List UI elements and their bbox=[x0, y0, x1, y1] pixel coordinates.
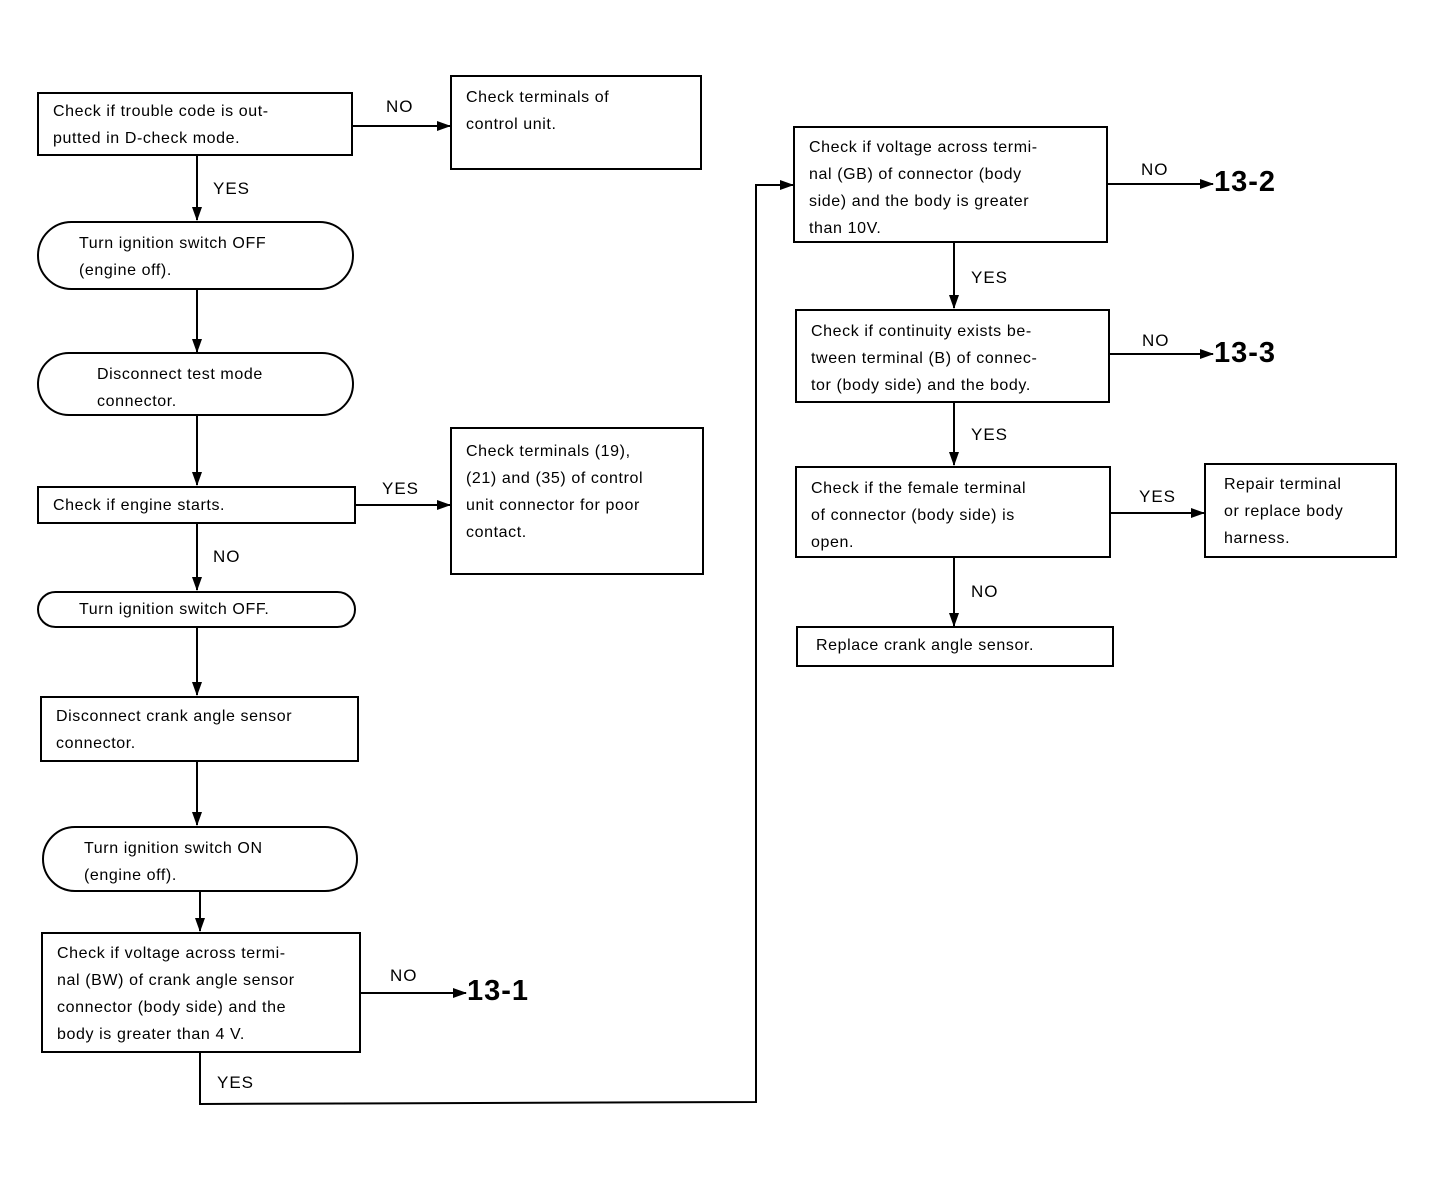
check-trouble-code-box: Check if trouble code is out- putted in … bbox=[37, 92, 353, 156]
check-terminals-19-21-35-text: Check terminals (19), (21) and (35) of c… bbox=[466, 443, 644, 541]
label-yes-voltage-bw: YES bbox=[217, 1073, 255, 1092]
label-no-engine-starts: NO bbox=[213, 547, 241, 566]
label-no-female-terminal: NO bbox=[971, 582, 999, 601]
turn-ignition-off-engine-off-box: Turn ignition switch OFF (engine off). bbox=[37, 221, 354, 290]
check-continuity-b-box: Check if continuity exists be- tween ter… bbox=[795, 309, 1110, 403]
check-terminals-19-21-35-box: Check terminals (19), (21) and (35) of c… bbox=[450, 427, 704, 575]
label-yes-voltage-gb: YES bbox=[971, 268, 1009, 287]
label-yes-female-terminal: YES bbox=[1139, 487, 1177, 506]
label-yes-continuity: YES bbox=[971, 425, 1009, 444]
turn-ignition-off-engine-off-text: Turn ignition switch OFF (engine off). bbox=[79, 235, 267, 279]
disconnect-crank-angle-sensor-text: Disconnect crank angle sensor connector. bbox=[56, 708, 293, 752]
turn-ignition-off-text: Turn ignition switch OFF. bbox=[79, 601, 270, 618]
check-female-terminal-box: Check if the female terminal of connecto… bbox=[795, 466, 1111, 558]
disconnect-test-mode-text: Disconnect test mode connector. bbox=[97, 366, 263, 410]
arrow-n10-n11 bbox=[199, 180, 794, 1106]
check-engine-starts-text: Check if engine starts. bbox=[53, 497, 226, 514]
ref-13-3: 13-3 bbox=[1214, 337, 1277, 369]
disconnect-crank-angle-sensor-box: Disconnect crank angle sensor connector. bbox=[40, 696, 359, 762]
label-no-voltage-bw: NO bbox=[390, 966, 418, 985]
disconnect-test-mode-box: Disconnect test mode connector. bbox=[37, 352, 354, 416]
label-no-voltage-gb: NO bbox=[1141, 160, 1169, 179]
turn-ignition-off-box: Turn ignition switch OFF. bbox=[37, 591, 356, 628]
label-yes-trouble-code: YES bbox=[213, 179, 251, 198]
check-engine-starts-box: Check if engine starts. bbox=[37, 486, 356, 524]
label-no-continuity: NO bbox=[1142, 331, 1170, 350]
check-control-unit-terminals-text: Check terminals of control unit. bbox=[466, 89, 610, 133]
check-voltage-gb-box: Check if voltage across termi- nal (GB) … bbox=[793, 126, 1108, 243]
ref-13-1: 13-1 bbox=[467, 975, 530, 1007]
replace-crank-angle-sensor-box: Replace crank angle sensor. bbox=[796, 626, 1114, 667]
replace-crank-angle-sensor-text: Replace crank angle sensor. bbox=[816, 637, 1035, 654]
label-no-trouble-code: NO bbox=[386, 97, 414, 116]
check-voltage-bw-box: Check if voltage across termi- nal (BW) … bbox=[41, 932, 361, 1053]
turn-ignition-on-text: Turn ignition switch ON (engine off). bbox=[84, 840, 263, 884]
check-female-terminal-text: Check if the female terminal of connecto… bbox=[811, 480, 1027, 551]
repair-terminal-box: Repair terminal or replace body harness. bbox=[1204, 463, 1397, 558]
repair-terminal-text: Repair terminal or replace body harness. bbox=[1224, 476, 1344, 547]
check-continuity-b-text: Check if continuity exists be- tween ter… bbox=[811, 323, 1038, 394]
check-voltage-gb-text: Check if voltage across termi- nal (GB) … bbox=[809, 139, 1038, 237]
ref-13-2: 13-2 bbox=[1214, 166, 1277, 198]
check-control-unit-terminals-box: Check terminals of control unit. bbox=[450, 75, 702, 170]
turn-ignition-on-box: Turn ignition switch ON (engine off). bbox=[42, 826, 358, 892]
check-voltage-bw-text: Check if voltage across termi- nal (BW) … bbox=[57, 945, 295, 1043]
check-trouble-code-text: Check if trouble code is out- putted in … bbox=[53, 103, 269, 147]
label-yes-engine-starts: YES bbox=[382, 479, 420, 498]
